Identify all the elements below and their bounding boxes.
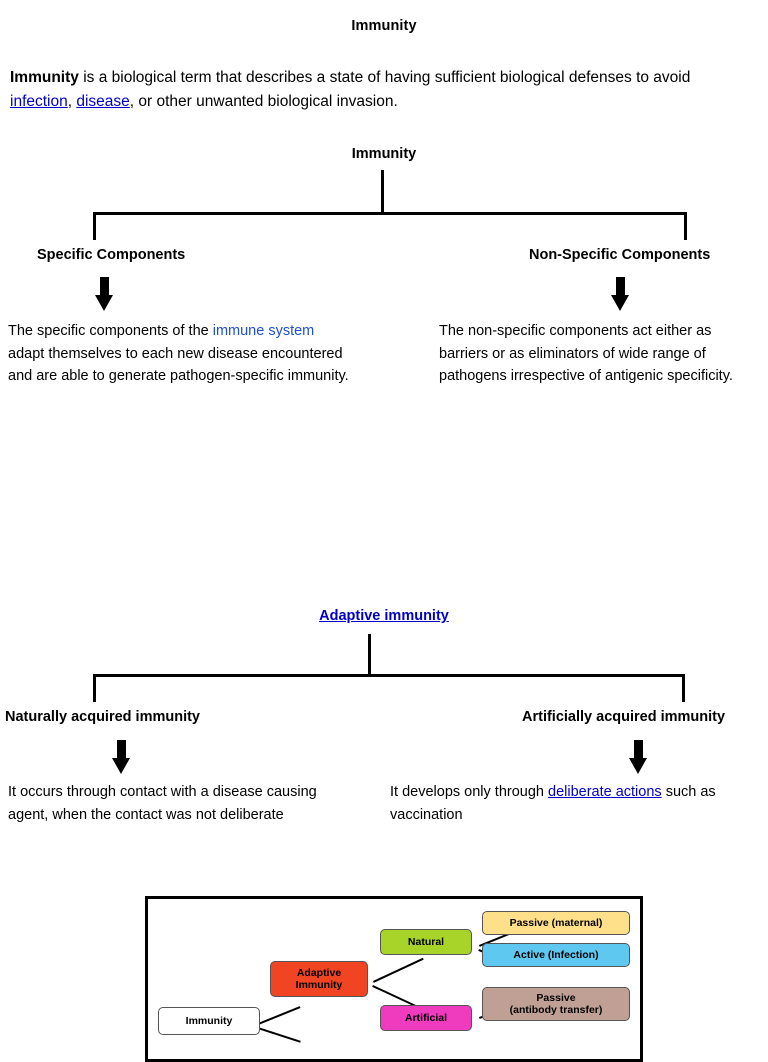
intro-text-2: , or other unwanted biological invasion. [129, 93, 398, 111]
figure-box-immunity: Immunity [158, 1007, 260, 1035]
page-title: Immunity [351, 18, 417, 34]
chart2-left-label: Naturally acquired immunity [5, 709, 200, 725]
figure-connector-immunity-other [257, 1027, 301, 1043]
link-disease[interactable]: disease [76, 93, 130, 111]
arrow-down-icon-nonspecific [611, 277, 629, 311]
chart2-right-description: It develops only through deliberate acti… [390, 781, 750, 826]
chart1-root-label: Immunity [351, 146, 417, 162]
chart2-right-drop [682, 674, 685, 702]
figure-box-active-infection: Active (Infection) [482, 943, 630, 967]
link-deliberate-actions[interactable]: deliberate actions [548, 784, 662, 800]
intro-lead-term: Immunity [10, 69, 79, 86]
chart2-left-description: It occurs through contact with a disease… [8, 784, 317, 823]
intro-paragraph: Immunity is a biological term that descr… [10, 66, 750, 114]
arrow-down-icon-specific [95, 277, 113, 311]
chart1-left-description: The specific components of the immune sy… [8, 320, 353, 388]
chart1-left-desc-pre: The specific components of the [8, 323, 213, 339]
chart2-root-label[interactable]: Adaptive immunity [319, 608, 449, 624]
chart2-right-desc-post: such as vaccination [390, 784, 716, 823]
chart1-left-desc-post: adapt themselves to each new disease enc… [8, 345, 349, 385]
chart1-right-description: The non-specific components act either a… [439, 323, 733, 385]
embedded-figure: Immunity Adaptive Immunity Natural Artif… [145, 896, 643, 1062]
chart2-left-drop [93, 674, 96, 702]
chart2-right-desc-pre: It develops only through [390, 784, 548, 800]
chart1-left-label: Specific Components [37, 247, 186, 263]
arrow-down-icon-artificial [629, 740, 647, 774]
chart1-root-stem [381, 170, 384, 214]
intro-text-1: is a biological term that describes a st… [78, 69, 691, 86]
intro-sep: , [67, 93, 77, 111]
chart2-root-stem [368, 634, 371, 676]
figure-box-adaptive-immunity: Adaptive Immunity [270, 961, 368, 997]
figure-box-passive-antibody-transfer: Passive (antibody transfer) [482, 987, 630, 1021]
link-immune-system[interactable]: immune system [212, 323, 315, 339]
chart1-right-drop [684, 212, 687, 240]
chart2-horizontal-connector [93, 674, 685, 677]
link-infection[interactable]: infection [10, 93, 68, 111]
chart1-right-label: Non-Specific Components [529, 247, 711, 263]
figure-connector-adaptive-natural [373, 957, 424, 983]
arrow-down-icon-natural [112, 740, 130, 774]
chart2-right-label: Artificially acquired immunity [522, 709, 726, 725]
chart1-left-drop [93, 212, 96, 240]
chart1-horizontal-connector [93, 212, 687, 215]
figure-connector-immunity-adaptive [258, 1006, 301, 1025]
figure-box-natural: Natural [380, 929, 472, 955]
figure-box-passive-maternal: Passive (maternal) [482, 911, 630, 935]
figure-box-artificial: Artificial [380, 1005, 472, 1031]
page: Immunity Immunity is a biological term t… [5, 18, 750, 1062]
